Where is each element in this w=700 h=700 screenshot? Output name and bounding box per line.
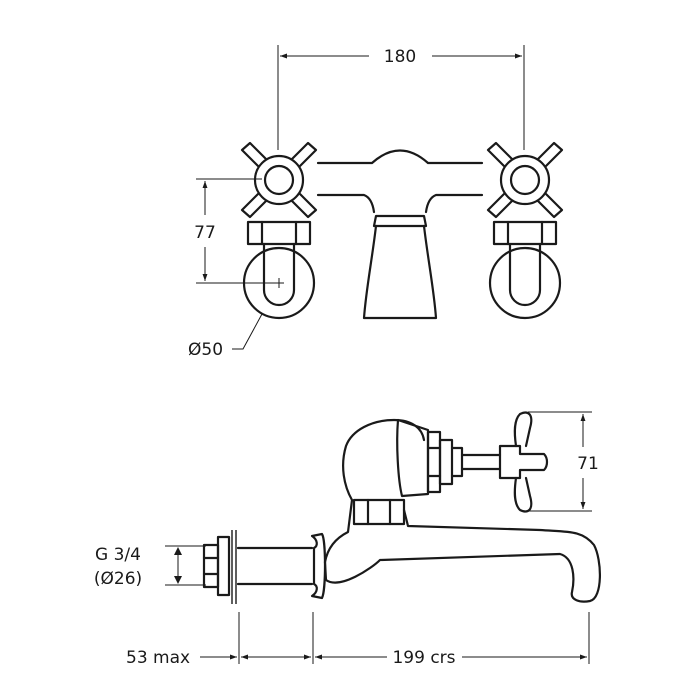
union-nut [352,498,406,526]
left-valve [240,141,318,320]
right-handle-hub [499,154,551,206]
dia-leader [232,313,263,350]
right-arm-bl [486,192,514,219]
wall-nut [202,543,220,589]
wall-pipe [236,546,314,586]
spout-body [362,224,438,320]
dim-77-label: 77 [194,223,216,243]
handle-arm-bottom [513,476,533,513]
front-view: 180 77 Ø50 [188,45,564,360]
right-nut [492,220,558,246]
right-arm-br [536,192,564,219]
wall-plate [231,530,237,604]
body-bar-bottom [316,193,484,214]
dim-180-label: 180 [384,47,416,67]
body-bar-top [316,149,484,165]
right-arm-tl [486,141,514,168]
spout-nut [372,214,428,228]
left-arm-br [290,192,318,219]
left-arm-tr [290,141,318,168]
valve-gland [450,446,464,478]
valve-body [396,418,430,498]
valve-nut-1 [426,430,442,494]
dim-53-label: 53 max [126,648,190,668]
side-view: 71 G 3/4 (Ø26) 53 max 199 crs [94,411,602,668]
wall-cover [310,532,327,600]
wall-nut-flange [216,535,231,597]
handle-hub-side [498,444,549,480]
dim-dia-label: Ø50 [188,340,223,360]
dim-199-label: 199 crs [392,648,455,668]
left-arm-bl [240,192,268,219]
dim-thread-label: G 3/4 [95,545,141,565]
wall-fitting [202,530,327,604]
dim-71-label: 71 [577,454,599,474]
spout-outline [323,508,602,603]
left-pipe [262,242,296,307]
body-outline [323,418,426,564]
right-wall-flange [488,246,562,320]
dim-thread-dia-label: (Ø26) [94,569,142,589]
valve-nut-2 [438,438,454,486]
handle-arm-top [513,411,533,448]
right-pipe [508,242,542,307]
right-valve [486,141,564,320]
right-arm-tr [536,141,564,168]
left-nut [246,220,312,246]
left-handle-hub [253,154,305,206]
left-wall-flange [242,246,316,320]
left-arm-tl [240,141,268,168]
